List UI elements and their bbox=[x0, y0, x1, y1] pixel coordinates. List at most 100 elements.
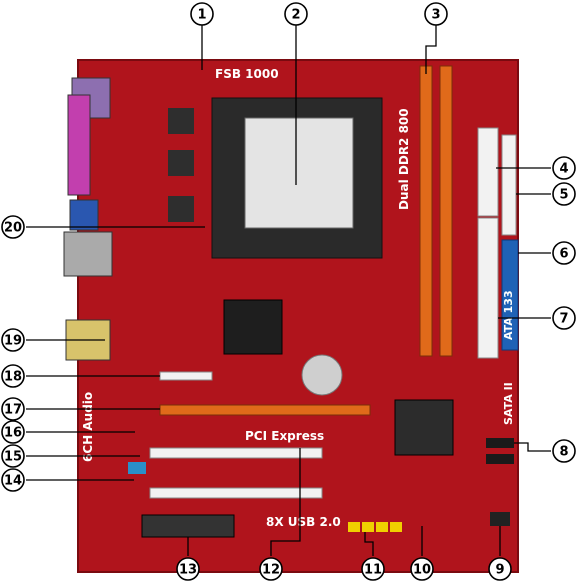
callout-circle bbox=[552, 306, 576, 330]
ide-connector-primary bbox=[501, 239, 519, 351]
vrm-choke-1 bbox=[168, 108, 194, 134]
vrm-choke-2 bbox=[168, 150, 194, 176]
silkscreen-sata: SATA II bbox=[502, 382, 515, 425]
callout-number: 18 bbox=[4, 370, 22, 385]
callout-circle bbox=[1, 364, 25, 388]
callout-number: 1 bbox=[197, 8, 206, 23]
callout-10: 10 bbox=[410, 557, 434, 581]
silkscreen-pci-express: PCI Express bbox=[245, 429, 324, 443]
callout-number: 8 bbox=[559, 445, 568, 460]
callout-circle bbox=[190, 2, 214, 26]
front-panel-header bbox=[490, 512, 510, 526]
callout-circle bbox=[552, 182, 576, 206]
callout-1: 1 bbox=[190, 2, 214, 26]
callout-number: 10 bbox=[413, 563, 431, 578]
callout-number: 2 bbox=[291, 8, 300, 23]
northbridge-heatsink bbox=[223, 299, 283, 355]
callout-15: 15 bbox=[1, 444, 25, 468]
pci-express-x1-slot bbox=[159, 371, 213, 381]
callout-number: 19 bbox=[4, 334, 22, 349]
callout-circle bbox=[1, 397, 25, 421]
callout-13: 13 bbox=[176, 557, 200, 581]
callout-number: 5 bbox=[559, 188, 568, 203]
floppy-connector bbox=[501, 134, 517, 236]
callout-number: 7 bbox=[559, 312, 568, 327]
leader-12 bbox=[270, 448, 301, 556]
callout-8: 8 bbox=[552, 439, 576, 463]
callout-circle bbox=[176, 557, 200, 581]
dimm-slot-2 bbox=[439, 65, 453, 357]
callout-7: 7 bbox=[552, 306, 576, 330]
callout-circle bbox=[410, 557, 434, 581]
callout-number: 9 bbox=[495, 563, 504, 578]
callout-5: 5 bbox=[552, 182, 576, 206]
callout-20: 20 bbox=[1, 215, 25, 239]
usb-header-1 bbox=[348, 522, 360, 532]
callout-11: 11 bbox=[361, 557, 385, 581]
leader-3 bbox=[425, 25, 437, 74]
pci-express-x16-slot bbox=[159, 404, 371, 416]
southbridge-chip bbox=[394, 399, 454, 456]
callout-number: 3 bbox=[431, 8, 440, 23]
callout-number: 4 bbox=[559, 162, 568, 177]
callout-17: 17 bbox=[1, 397, 25, 421]
usb-header-2 bbox=[362, 522, 374, 532]
callout-circle bbox=[1, 444, 25, 468]
callout-3: 3 bbox=[424, 2, 448, 26]
callout-6: 6 bbox=[552, 241, 576, 265]
callout-16: 16 bbox=[1, 420, 25, 444]
usb-header-3 bbox=[376, 522, 388, 532]
silkscreen-ata: ATA 133 bbox=[502, 290, 515, 340]
callout-number: 15 bbox=[4, 450, 22, 465]
callout-circle bbox=[361, 557, 385, 581]
silkscreen-fsb: FSB 1000 bbox=[215, 67, 279, 81]
callout-number: 14 bbox=[4, 474, 22, 489]
bottom-connector bbox=[141, 514, 235, 538]
callout-number: 16 bbox=[4, 426, 22, 441]
callout-number: 12 bbox=[262, 563, 280, 578]
callout-circle bbox=[1, 468, 25, 492]
leader-11 bbox=[364, 532, 374, 556]
callout-circle bbox=[552, 439, 576, 463]
callout-circle bbox=[259, 557, 283, 581]
cmos-battery bbox=[301, 354, 343, 396]
callout-2: 2 bbox=[284, 2, 308, 26]
callout-19: 19 bbox=[1, 328, 25, 352]
callout-number: 13 bbox=[179, 563, 197, 578]
callout-number: 17 bbox=[4, 403, 22, 418]
usb-lan-ports bbox=[63, 231, 113, 277]
callout-circle bbox=[488, 557, 512, 581]
callout-number: 6 bbox=[559, 247, 568, 262]
callout-number: 20 bbox=[4, 221, 22, 236]
sata-connector-1 bbox=[486, 438, 514, 448]
callout-circle bbox=[284, 2, 308, 26]
callout-circle bbox=[424, 2, 448, 26]
silkscreen-audio: 6CH Audio bbox=[81, 392, 95, 462]
silkscreen-usb: 8X USB 2.0 bbox=[266, 515, 341, 529]
pci-slot-2 bbox=[149, 487, 323, 499]
usb-header-4 bbox=[390, 522, 402, 532]
callout-circle bbox=[552, 156, 576, 180]
audio-header bbox=[128, 462, 146, 474]
silkscreen-dual-ddr: Dual DDR2 800 bbox=[397, 108, 411, 210]
cpu-socket bbox=[244, 117, 354, 229]
pci-slot-1 bbox=[149, 447, 323, 459]
leader-lines bbox=[26, 23, 551, 556]
callout-circle bbox=[1, 215, 25, 239]
callout-circle bbox=[1, 328, 25, 352]
ide-connector-secondary bbox=[477, 217, 499, 359]
callout-number: 11 bbox=[364, 563, 382, 578]
vrm-choke-3 bbox=[168, 196, 194, 222]
vga-port bbox=[69, 199, 99, 231]
callout-4: 4 bbox=[552, 156, 576, 180]
callout-circle bbox=[1, 420, 25, 444]
callout-circle bbox=[552, 241, 576, 265]
sata-connector-2 bbox=[486, 454, 514, 464]
callout-14: 14 bbox=[1, 468, 25, 492]
leader-8 bbox=[514, 442, 551, 452]
atx-power-connector bbox=[477, 127, 499, 217]
parallel-port bbox=[67, 94, 91, 196]
